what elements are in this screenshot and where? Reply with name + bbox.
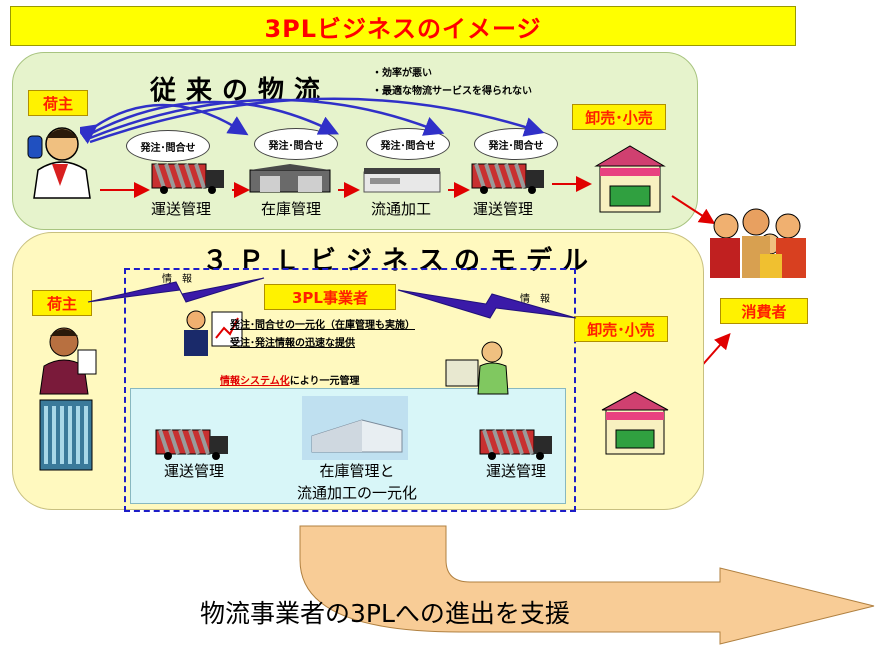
bottom-step-transport-1: 運送管理: [163, 462, 224, 480]
truck-icon-2: [471, 163, 544, 194]
top-note-2: ・最適な物流サービスを得られない: [372, 86, 532, 97]
bottom-step-transport-2: 運送管理: [485, 462, 546, 480]
3pl-provider-label: 3PL事業者: [264, 284, 396, 310]
bullet-2-text: 受注･発注情報の迅速な提供: [230, 338, 355, 349]
title-banner: 3PLビジネスのイメージ: [10, 6, 796, 46]
info-lightning-right: [397, 289, 577, 319]
consumer-text: 消費者: [741, 302, 787, 321]
inquiry-text-3: 発注･問合せ: [380, 140, 436, 152]
inquiry-text-2: 発注･問合せ: [268, 140, 324, 152]
3pl-provider-boundary: [124, 268, 576, 512]
shipper-person-icon: [27, 127, 91, 199]
3pl-model-heading: ３ＰＬビジネスのモデル: [202, 246, 599, 276]
bottom-step-integration-line1: 在庫管理と: [319, 462, 395, 480]
support-text: 物流事業者の3PLへの進出を支援: [200, 599, 570, 628]
top-step-inventory: 在庫管理: [260, 200, 321, 218]
info-label-right: 情 報: [520, 294, 550, 305]
top-retail-text: 卸売･小売: [585, 108, 653, 127]
inquiry-curved-arrows: [80, 97, 545, 144]
system-line: 情報システム化により一元管理: [220, 374, 360, 389]
info-label-left: 情 報: [162, 274, 192, 285]
info-lightning-left: [87, 277, 265, 303]
truck-icon-4: [479, 429, 552, 460]
top-shipper-text: 荷主: [42, 94, 73, 113]
bottom-shipper-label: 荷主: [32, 290, 92, 316]
consumer-group-icon: [710, 208, 806, 278]
office-building-icon: [39, 399, 93, 471]
3pl-provider-text: 3PL事業者: [292, 288, 368, 307]
bullet-2: 受注･発注情報の迅速な提供: [230, 336, 355, 351]
store-icon-top: [594, 145, 666, 213]
top-retail-label: 卸売･小売: [572, 104, 666, 130]
inquiry-text-4: 発注･問合せ: [488, 140, 544, 152]
truck-icon-1: [151, 163, 224, 194]
presenter-icon: [184, 310, 243, 356]
distribution-center-icon: [302, 396, 408, 460]
system-red-text: 情報システム化: [220, 376, 290, 387]
page-title: 3PLビジネスのイメージ: [264, 14, 542, 43]
bullet-1: 発注･問合せの一元化（在庫管理も実施）: [230, 318, 415, 333]
inquiry-cloud-2: 発注･問合せ: [254, 128, 338, 160]
bullet-1-text: 発注･問合せの一元化（在庫管理も実施）: [230, 320, 415, 331]
top-step-transport-1: 運送管理: [150, 200, 211, 218]
consumer-label: 消費者: [720, 298, 808, 324]
truck-icon-3: [155, 429, 228, 460]
top-step-transport-2: 運送管理: [472, 200, 533, 218]
bottom-retail-text: 卸売･小売: [587, 320, 655, 339]
top-step-processing: 流通加工: [370, 200, 431, 218]
store-icon-bottom: [601, 391, 669, 455]
bottom-shipper-text: 荷主: [46, 294, 77, 313]
system-rest-text: により一元管理: [289, 376, 360, 387]
bottom-retail-label: 卸売･小売: [574, 316, 668, 342]
warehouse-icon: [249, 164, 331, 193]
processing-facility-icon: [363, 168, 441, 193]
inquiry-text-1: 発注･問合せ: [140, 142, 196, 154]
bottom-shipper-person-icon: [39, 327, 97, 395]
bottom-step-integration-line2: 流通加工の一元化: [296, 484, 417, 502]
top-shipper-label: 荷主: [28, 90, 88, 116]
computer-user-icon: [445, 341, 509, 395]
top-note-1: ・効率が悪い: [372, 68, 432, 79]
